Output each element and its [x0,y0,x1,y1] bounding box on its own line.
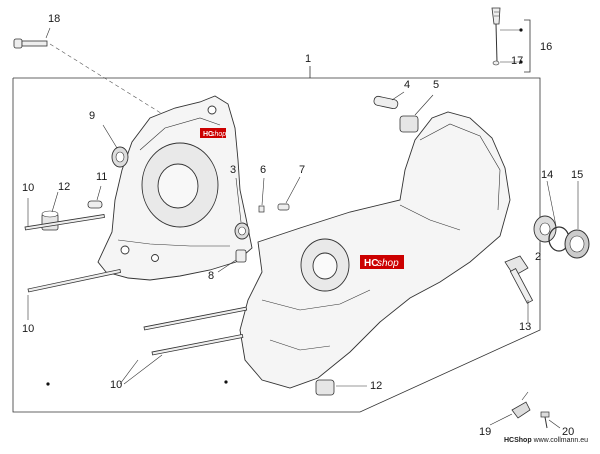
dowel-4 [373,91,405,110]
left-crankcase-half [97,95,253,281]
footer-url: www.collmann.eu [533,437,589,444]
bush-12-bottom [315,379,367,396]
callout-10-top: 10 [22,182,35,194]
callout-19: 19 [479,426,492,438]
pin-7 [277,176,301,211]
bush-5 [399,94,434,133]
callout-13: 13 [519,321,532,333]
dowel-11 [87,185,103,209]
hcshop-watermark-top: HC shop [200,128,226,138]
callout-11: 11 [96,171,108,183]
callout-10-middle: 10 [22,323,35,335]
callout-18: 18 [48,13,61,25]
hcshop-watermark: HC shop [360,255,404,269]
callout-7: 7 [299,164,306,176]
callout-3: 3 [230,164,237,176]
footer-credit: HCShop www.collmann.eu [504,437,588,444]
leader-19-arrow [521,391,529,401]
callout-8: 8 [208,270,215,282]
callout-10-bottom: 10 [110,379,123,391]
seal-15 [564,181,590,259]
right-crankcase-half [239,111,511,389]
callout-12-left: 12 [58,181,71,193]
watermark-hc-top: HC [203,131,213,138]
ref-dot-left [46,382,50,386]
ref-dot-middle [224,380,228,384]
callout-2: 2 [535,251,542,263]
seal-9 [102,124,129,168]
watermark-shop: shop [377,258,399,269]
callout-16: 16 [540,41,553,53]
screw-20 [540,411,561,429]
bolt-18 [13,27,181,126]
dowel-8 [217,249,247,273]
callout-20: 20 [562,426,575,438]
watermark-hc: HC [364,258,378,269]
callout-14: 14 [541,169,554,181]
clip-19 [489,401,531,426]
callout-12-bottom: 12 [370,380,383,392]
watermark-shop-top: shop [211,131,226,138]
callout-17: 17 [511,55,524,67]
callout-4: 4 [404,79,411,91]
bearing-2 [533,215,557,252]
callout-9: 9 [89,110,96,122]
shaft-13 [504,255,534,322]
callout-5: 5 [433,79,440,91]
bearing-3 [234,177,250,240]
footer-brand: HCShop [504,437,532,444]
dipstick-16 [491,7,531,73]
pin-6 [258,177,265,213]
callout-6: 6 [260,164,267,176]
callout-1: 1 [305,53,312,65]
assembly-frame [12,77,541,413]
studs-10 [24,198,248,385]
callout-15: 15 [571,169,584,181]
